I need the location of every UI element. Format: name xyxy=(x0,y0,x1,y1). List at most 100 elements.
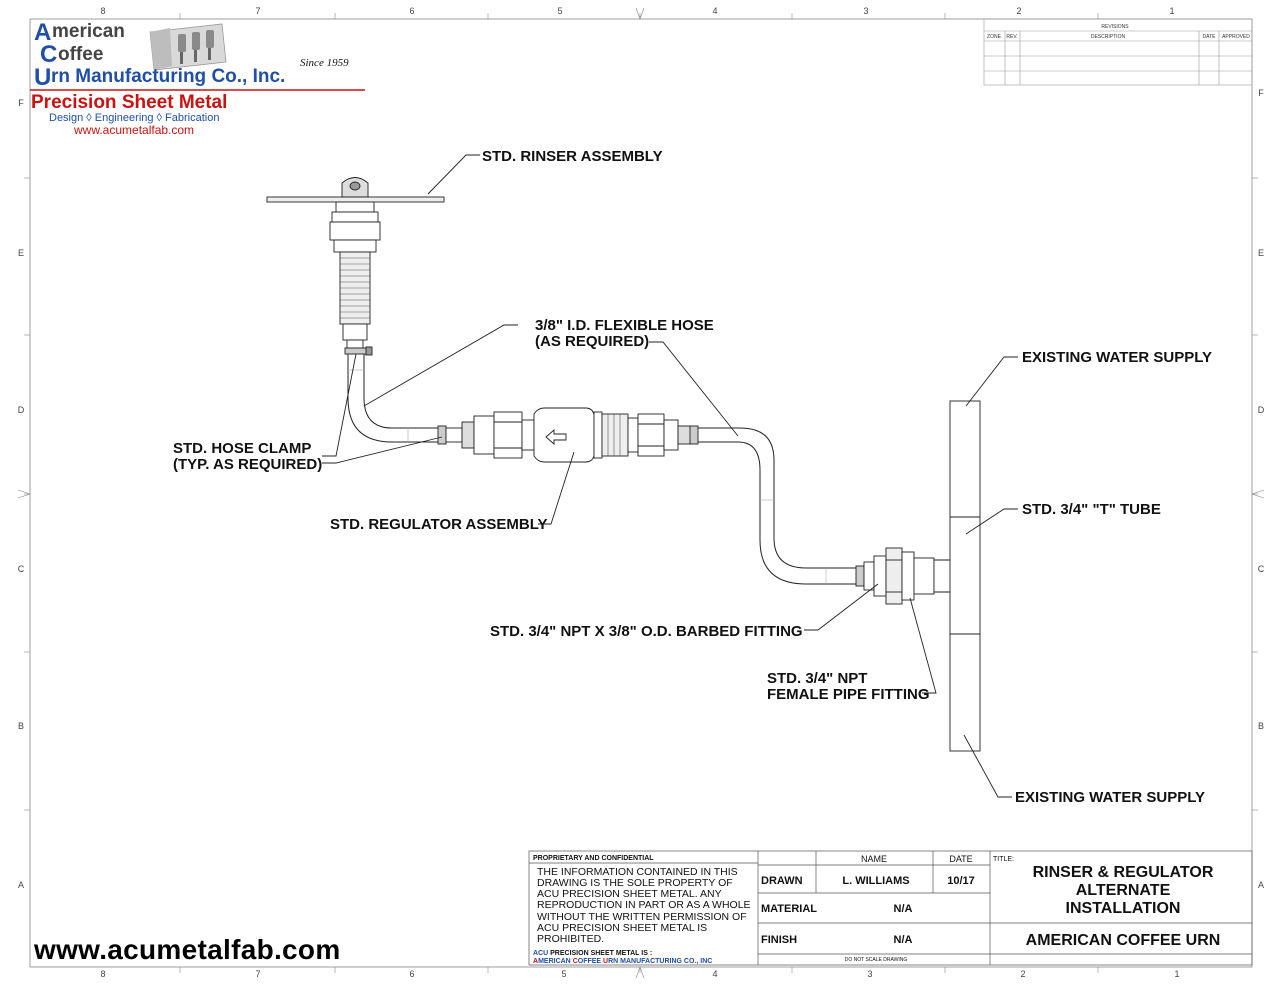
date-header: DATE xyxy=(949,854,972,864)
callout-regulator: STD. REGULATOR ASSEMBLY xyxy=(330,516,548,533)
grid-col-8: 8 xyxy=(100,6,105,16)
prop-title: PROPRIETARY AND CONFIDENTIAL xyxy=(533,855,654,862)
logo-manufacturing: rn Manufacturing Co., Inc. xyxy=(51,66,285,87)
logo-u: U xyxy=(34,64,51,91)
logo-services: Design ◊ Engineering ◊ Fabrication xyxy=(49,112,219,124)
grid-col-1: 1 xyxy=(1169,6,1174,16)
company-line: AMERICAN COFFEE URN MANUFACTURING CO., I… xyxy=(533,958,712,965)
rev-col-zone: ZONE xyxy=(987,34,1002,40)
acu-prefix: ACU xyxy=(533,950,548,957)
company-c: C xyxy=(573,958,578,965)
finish-value: N/A xyxy=(894,934,913,946)
prop-line-5: WITHOUT THE WRITTEN PERMISSION OF xyxy=(537,911,747,923)
prop-line-7: PROHIBITED. xyxy=(537,933,604,945)
company-rn: RN MANUFACTURING CO., INC xyxy=(608,958,712,965)
grid-row-e: E xyxy=(18,248,24,258)
callout-hose-line2: (AS REQUIRED) xyxy=(535,333,649,350)
grid-row-f-right: F xyxy=(1258,88,1264,98)
logo-c: C xyxy=(40,41,57,68)
drawn-label: DRAWN xyxy=(761,875,803,887)
company-merican: MERICAN xyxy=(538,958,573,965)
company-logo: A merican C offee U rn Manufacturing Co.… xyxy=(30,19,365,137)
grid-row-c-right: C xyxy=(1258,564,1265,574)
callout-npt-line1: STD. 3/4" NPT xyxy=(767,670,867,687)
grid-col-3-bottom: 3 xyxy=(867,969,872,979)
title-line-1: RINSER & REGULATOR xyxy=(1033,864,1214,881)
grid-col-6-bottom: 6 xyxy=(409,969,414,979)
grid-row-b-right: B xyxy=(1258,721,1264,731)
scale-note: DO NOT SCALE DRAWING xyxy=(845,957,908,963)
prop-line-1: THE INFORMATION CONTAINED IN THIS xyxy=(537,866,738,878)
grid-col-8-bottom: 8 xyxy=(100,969,105,979)
grid-row-d: D xyxy=(18,405,25,415)
callout-t-tube: STD. 3/4" "T" TUBE xyxy=(1022,501,1161,518)
logo-url: www.acumetalfab.com xyxy=(73,123,194,137)
grid-row-a: A xyxy=(18,880,24,890)
material-label: MATERIAL xyxy=(761,903,817,915)
company-name: AMERICAN COFFEE URN xyxy=(1026,932,1221,949)
grid-col-4: 4 xyxy=(712,6,717,16)
revisions-table xyxy=(983,18,1253,86)
flow-arrow-icon xyxy=(545,429,567,445)
rev-col-rev: REV. xyxy=(1006,34,1017,40)
logo-a: A xyxy=(34,19,51,46)
sheet-border: 8 7 6 5 4 3 2 1 8 7 6 5 4 3 2 1 F E D C … xyxy=(18,6,1265,979)
prop-line-2: DRAWING IS THE SOLE PROPERTY OF xyxy=(537,877,733,889)
leader-lines xyxy=(322,154,1018,798)
logo-since: Since 1959 xyxy=(300,57,349,69)
t-tube xyxy=(949,400,981,752)
material-value: N/A xyxy=(894,903,913,915)
grid-col-5: 5 xyxy=(557,6,562,16)
grid-row-e-right: E xyxy=(1258,248,1264,258)
grid-col-7-bottom: 7 xyxy=(255,969,260,979)
revisions-title: REVISIONS xyxy=(1101,24,1129,30)
callout-hose-line1: 3/8" I.D. FLEXIBLE HOSE xyxy=(535,317,714,334)
grid-col-7: 7 xyxy=(255,6,260,16)
assembly-drawing xyxy=(266,177,981,752)
logo-banner: Precision Sheet Metal xyxy=(31,92,227,113)
drawn-name: L. WILLIAMS xyxy=(842,875,909,887)
title-label: TITLE: xyxy=(993,856,1014,863)
finish-label: FINISH xyxy=(761,934,797,946)
callout-clamp-line2: (TYP. AS REQUIRED) xyxy=(173,456,322,473)
drawn-date: 10/17 xyxy=(947,875,975,887)
grid-col-6: 6 xyxy=(409,6,414,16)
grid-col-1-bottom: 1 xyxy=(1174,969,1179,979)
company-a: A xyxy=(533,958,538,965)
grid-col-5-bottom: 5 xyxy=(561,969,566,979)
callout-supply-bottom: EXISTING WATER SUPPLY xyxy=(1015,789,1205,806)
rinser-assembly xyxy=(266,177,445,356)
grid-row-a-right: A xyxy=(1258,880,1264,890)
prop-line-6: ACU PRECISION SHEET METAL IS xyxy=(537,922,707,934)
title-block xyxy=(528,850,1253,966)
title-line-3: INSTALLATION xyxy=(1066,900,1181,917)
prop-line-4: REPRODUCTION IN PART OR AS A WHOLE xyxy=(537,899,751,911)
grid-col-2-bottom: 2 xyxy=(1020,969,1025,979)
rev-col-description: DESCRIPTION xyxy=(1091,34,1126,40)
grid-col-4-bottom: 4 xyxy=(712,969,717,979)
grid-row-d-right: D xyxy=(1258,405,1265,415)
rev-col-date: DATE xyxy=(1203,34,1217,40)
website-url: www.acumetalfab.com xyxy=(34,934,341,965)
grid-row-b: B xyxy=(18,721,24,731)
logo-merican: merican xyxy=(52,21,125,42)
regulator-assembly xyxy=(473,407,693,463)
acu-is-line: ACU PRECISION SHEET METAL IS : xyxy=(533,950,652,957)
urn-logo-icon xyxy=(149,23,227,71)
rev-col-approved: APPROVED xyxy=(1222,34,1250,40)
company-u: U xyxy=(603,958,608,965)
company-offee: OFFEE xyxy=(578,958,603,965)
prop-line-3: ACU PRECISION SHEET METAL. ANY xyxy=(537,888,722,900)
callout-rinser: STD. RINSER ASSEMBLY xyxy=(482,148,663,165)
callout-npt-line2: FEMALE PIPE FITTING xyxy=(767,686,930,703)
name-header: NAME xyxy=(861,854,887,864)
callout-barbed: STD. 3/4" NPT X 3/8" O.D. BARBED FITTING xyxy=(490,623,803,640)
grid-col-2: 2 xyxy=(1016,6,1021,16)
title-line-2: ALTERNATE xyxy=(1076,882,1171,899)
grid-row-f: F xyxy=(18,98,24,108)
acu-rest: PRECISION SHEET METAL IS : xyxy=(548,950,652,957)
callout-supply-top: EXISTING WATER SUPPLY xyxy=(1022,349,1212,366)
logo-offee: offee xyxy=(58,44,103,65)
callout-clamp-line1: STD. HOSE CLAMP xyxy=(173,440,311,457)
